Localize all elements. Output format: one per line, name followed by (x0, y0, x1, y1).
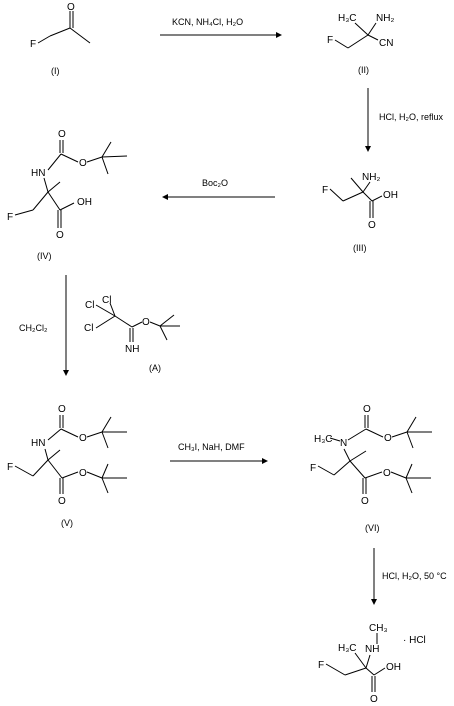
atom-n: N (340, 438, 347, 449)
label-iii: (III) (353, 243, 367, 253)
arrow-step2: HCl, H₂O, reflux (365, 88, 444, 152)
atom-ch3: CH₃ (369, 623, 388, 634)
arrow-step4: CH₂Cl₂ (19, 275, 69, 376)
conditions-step6: HCl, H₂O, 50 °C (382, 571, 447, 581)
atom-o: O (79, 433, 87, 444)
arrow-step6: HCl, H₂O, 50 °C (371, 548, 447, 605)
atom-cl: Cl (85, 300, 94, 311)
atom-hn: HN (31, 168, 45, 179)
atom-o: O (361, 496, 369, 507)
compound-vi: O H₃C N O F O O (VI) (310, 404, 432, 533)
final-product: CH₃ NH · HCl H₃C F OH O (318, 623, 426, 705)
atom-h3c: H₃C (338, 13, 357, 24)
atom-o: O (79, 468, 87, 479)
atom-nh2: NH₂ (376, 13, 394, 24)
atom-o: O (142, 317, 150, 328)
atom-nh: NH (125, 344, 139, 355)
atom-o: O (363, 404, 371, 415)
conditions-step3: Boc₂O (202, 178, 228, 188)
reagent-a: Cl Cl Cl O NH (A) (84, 295, 180, 373)
label-vi: (VI) (365, 523, 380, 533)
atom-nh: NH (365, 644, 379, 655)
atom-hn: HN (31, 438, 45, 449)
conditions-step1: KCN, NH₄Cl, H₂O (172, 17, 243, 27)
conditions-step2: HCl, H₂O, reflux (379, 112, 444, 122)
atom-o: O (56, 230, 64, 241)
conditions-step5: CH₃I, NaH, DMF (178, 442, 245, 452)
atom-f: F (318, 660, 324, 671)
atom-o: O (67, 2, 75, 13)
atom-o: O (58, 404, 66, 415)
label-iv: (IV) (37, 251, 52, 261)
atom-oh: OH (77, 197, 92, 208)
atom-o: O (58, 496, 66, 507)
atom-o: O (384, 433, 392, 444)
atom-o: O (58, 129, 66, 140)
atom-cl: Cl (102, 295, 111, 306)
atom-f: F (7, 462, 13, 473)
label-a: (A) (149, 363, 161, 373)
compound-ii: H₃C NH₂ F CN (II) (327, 13, 394, 75)
compound-i: F O (I) (30, 2, 91, 76)
atom-o: O (368, 220, 376, 231)
compound-iv: O HN O F OH O (IV) (7, 129, 128, 261)
atom-f: F (327, 35, 333, 46)
atom-oh: OH (386, 662, 401, 673)
atom-h3c: H₃C (338, 643, 357, 654)
salt-hcl: · HCl (403, 635, 426, 646)
atom-nh2: NH₂ (362, 172, 380, 183)
atom-o: O (79, 158, 87, 169)
conditions-step4: CH₂Cl₂ (19, 323, 48, 333)
label-v: (V) (61, 518, 73, 528)
atom-o: O (383, 468, 391, 479)
compound-v: O HN O F O O (V) (7, 404, 127, 528)
arrow-step1: KCN, NH₄Cl, H₂O (160, 17, 282, 38)
arrow-step3: Boc₂O (162, 178, 275, 200)
atom-f: F (30, 39, 36, 50)
atom-cn: CN (379, 38, 393, 49)
arrow-step5: CH₃I, NaH, DMF (170, 442, 268, 464)
atom-cl: Cl (84, 323, 93, 334)
atom-f: F (7, 212, 13, 223)
atom-f: F (322, 185, 328, 196)
label-ii: (II) (358, 65, 369, 75)
atom-h3c: H₃C (314, 434, 333, 445)
compound-iii: NH₂ F OH O (III) (322, 172, 398, 253)
label-i: (I) (51, 66, 60, 76)
atom-o: O (370, 694, 378, 705)
atom-f: F (310, 463, 316, 474)
atom-oh: OH (383, 190, 398, 201)
